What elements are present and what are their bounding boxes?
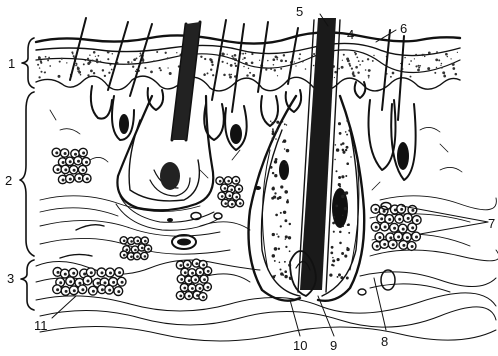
skin-surface — [36, 32, 460, 43]
label-2: 2 — [5, 173, 12, 188]
fat-cluster-11 — [53, 268, 126, 296]
label-1: 1 — [8, 56, 15, 71]
label-10: 10 — [293, 338, 307, 353]
layer-brackets — [20, 38, 34, 310]
epidermis — [36, 32, 460, 90]
gland-cluster-c — [120, 237, 151, 260]
label-3: 3 — [7, 271, 14, 286]
gland-cluster-e — [371, 205, 421, 251]
bracket-epidermis — [22, 38, 34, 88]
label-5: 5 — [296, 4, 303, 19]
gland-clusters — [52, 148, 421, 300]
label-9: 9 — [330, 338, 337, 353]
gland-shadow — [119, 114, 129, 134]
gland-cluster-b — [216, 177, 244, 208]
small-follicles — [91, 82, 416, 180]
leader-11 — [52, 296, 76, 318]
label-7: 7 — [488, 216, 495, 231]
leader-9 — [318, 296, 334, 336]
bracket-hypodermis — [21, 260, 34, 310]
right-hair-follicle — [249, 18, 365, 301]
dermis-fibres — [40, 110, 498, 261]
label-6: 6 — [400, 21, 407, 36]
leader-7b — [420, 222, 488, 234]
label-4: 4 — [347, 27, 354, 42]
label-8: 8 — [381, 334, 388, 349]
gland-cluster-d — [176, 259, 211, 301]
bracket-dermis — [20, 92, 34, 256]
gland-cluster-a — [52, 148, 91, 184]
label-11: 11 — [34, 318, 48, 333]
